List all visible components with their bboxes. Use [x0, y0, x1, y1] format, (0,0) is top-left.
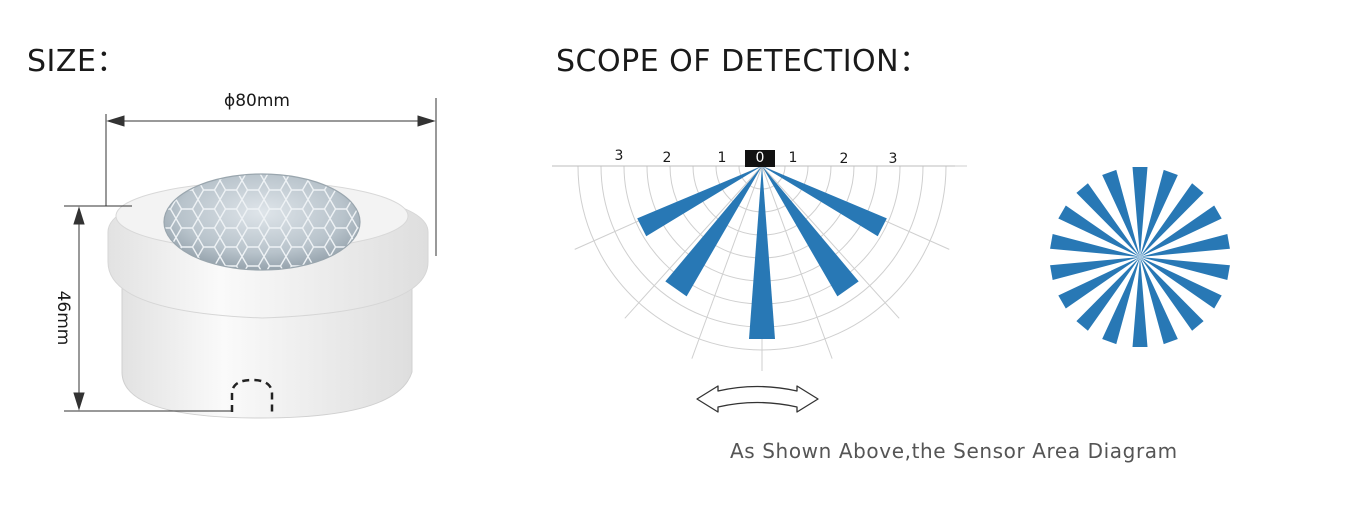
starburst-beam — [1076, 183, 1140, 257]
scope-heading: SCOPE OF DETECTION： — [556, 44, 930, 79]
starburst-beam — [1132, 167, 1148, 257]
grid-ray — [761, 165, 833, 359]
detection-beam — [762, 166, 859, 297]
scale-label-center: 0 — [745, 150, 775, 167]
scale-label-left-2: 2 — [662, 150, 672, 166]
starburst-beam — [1050, 233, 1140, 257]
detection-beam — [637, 166, 762, 237]
scale-label-right-2: 2 — [839, 151, 849, 167]
starburst-360-diagram — [1050, 167, 1230, 347]
height-dimension — [64, 205, 232, 412]
fresnel-lens — [163, 173, 361, 271]
starburst-beam — [1140, 233, 1230, 257]
width-dimension — [105, 98, 437, 256]
scale-label-left-3: 3 — [614, 148, 624, 164]
height-dimension-label: 46mm — [53, 290, 73, 346]
detection-beams — [637, 166, 887, 339]
grid-ray — [624, 165, 763, 319]
detection-semicircle-diagram — [552, 165, 967, 371]
starburst-beam — [1058, 257, 1140, 309]
scale-label-left-1: 1 — [717, 150, 727, 166]
double-arrow-icon — [696, 385, 819, 413]
starburst-beam — [1140, 257, 1222, 309]
detection-beam — [749, 166, 775, 339]
grid-ray — [691, 165, 763, 359]
scale-label-right-1: 1 — [788, 150, 798, 166]
size-heading: SIZE： — [27, 44, 127, 79]
starburst-beam — [1140, 205, 1222, 257]
detection-beam — [665, 166, 762, 297]
starburst-beam — [1140, 169, 1178, 257]
starburst-beam — [1102, 257, 1140, 345]
starburst-beam — [1140, 183, 1204, 257]
starburst-beam — [1140, 257, 1178, 345]
detection-beam — [762, 166, 887, 237]
scale-label-right-3: 3 — [888, 151, 898, 167]
sensor-product-image — [107, 173, 429, 419]
starburst-beam — [1140, 257, 1230, 281]
starburst-beam — [1102, 169, 1140, 257]
grid-ray — [761, 165, 900, 319]
width-dimension-label: ϕ80mm — [224, 91, 290, 111]
starburst-beam — [1050, 257, 1140, 281]
starburst-beam — [1076, 257, 1140, 331]
starburst-beam — [1132, 257, 1148, 347]
diagram-caption: As Shown Above,the Sensor Area Diagram — [730, 439, 1178, 463]
starburst-beam — [1058, 205, 1140, 257]
starburst-beam — [1140, 257, 1204, 331]
